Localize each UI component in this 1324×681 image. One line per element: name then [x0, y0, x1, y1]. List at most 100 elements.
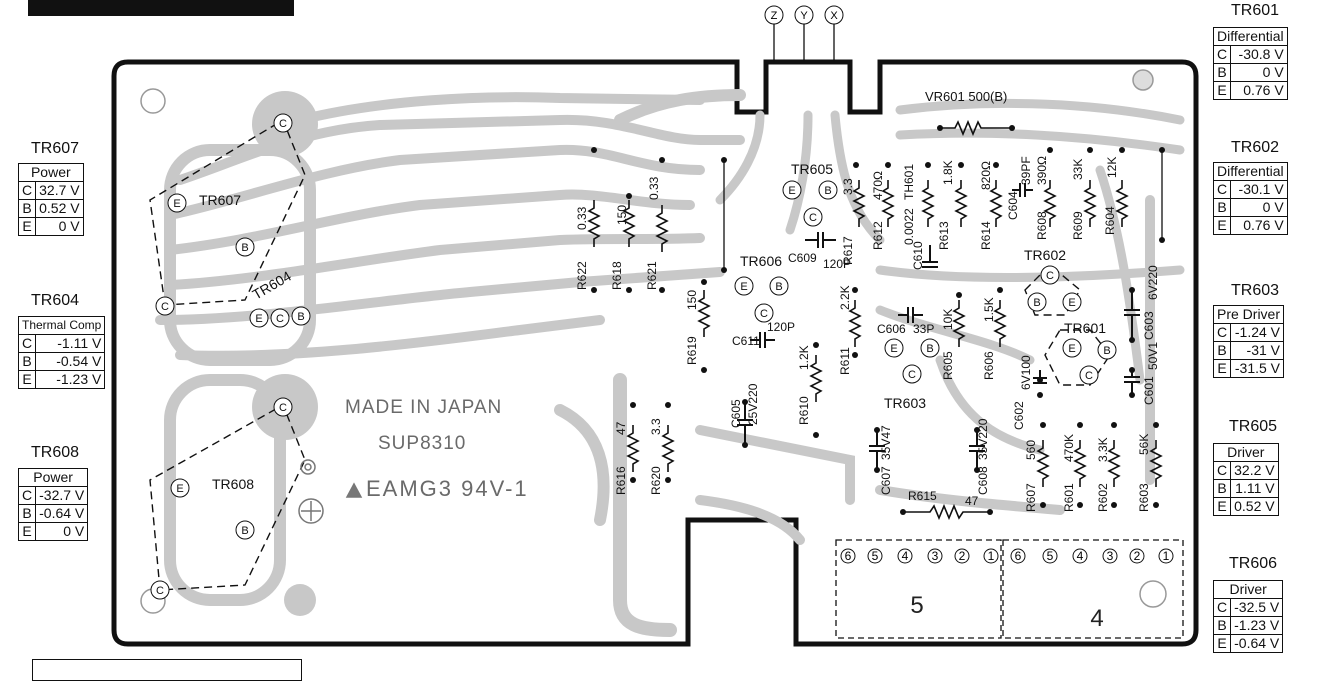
conn-y: Y: [800, 10, 808, 22]
svg-text:5: 5: [872, 549, 879, 563]
label-r619: R619: [685, 336, 699, 365]
value-c603: 6V220: [1146, 265, 1160, 300]
pin-5b: 5: [1042, 548, 1058, 564]
copper-traces: [155, 89, 1185, 637]
label-r601: R601: [1062, 483, 1076, 512]
label-r611: R611: [838, 347, 852, 375]
label-r607: R607: [1024, 483, 1038, 512]
silk-code: EAMG3 94V-1: [366, 476, 529, 501]
value-c602: 6V100: [1019, 355, 1033, 390]
tr605-c-pin: C: [809, 212, 817, 224]
label-tr605: TR605: [791, 161, 833, 177]
value-r602: 3.3K: [1096, 437, 1110, 462]
tr607-e-pin: E: [173, 198, 180, 210]
label-c609: C609: [788, 251, 817, 265]
tr608-b-pin: B: [241, 525, 248, 537]
svg-text:2: 2: [1134, 549, 1141, 563]
tr603-c-pin: C: [908, 369, 916, 381]
label-c611: C611: [732, 334, 760, 348]
tr606-b-pin: B: [775, 281, 782, 293]
label-c601: C601: [1142, 376, 1156, 405]
horizontal-resistors: [903, 119, 1012, 521]
value-r607: 560: [1024, 440, 1038, 460]
label-c602: C602: [1012, 401, 1026, 430]
label-tr602: TR602: [1024, 247, 1066, 263]
tr605-e-pin: E: [788, 185, 795, 197]
label-c604: C604: [1006, 191, 1020, 220]
value-r604: 12K: [1105, 157, 1119, 178]
table-role: Differential: [1213, 162, 1288, 181]
svg-text:3: 3: [932, 549, 939, 563]
table-role: Pre Driver: [1212, 305, 1285, 324]
table-title: TR605: [1228, 418, 1278, 435]
pin-4a: 4: [897, 548, 913, 564]
value-r622: 0.33: [575, 206, 589, 230]
label-c603: C603: [1142, 311, 1156, 340]
tr604-c-pin: C: [276, 313, 284, 325]
value-r617: 3.3: [841, 178, 855, 195]
value-r603: 56K: [1137, 434, 1151, 455]
table-role: Thermal Comp: [17, 316, 106, 335]
tr603-b-pin: B: [926, 343, 933, 355]
value-r619: 150: [685, 290, 699, 310]
label-tr603: TR603: [884, 395, 926, 411]
label-r621: R621: [645, 261, 659, 290]
connector-zyx: Z Y X: [764, 5, 844, 62]
svg-text:4: 4: [902, 549, 909, 563]
svg-text:4: 4: [1077, 549, 1084, 563]
value-r610: 1.2K: [797, 345, 811, 370]
header-black-bar: [28, 0, 294, 16]
svg-text:5: 5: [1047, 549, 1054, 563]
table-role: Driver: [1212, 580, 1284, 599]
label-r602: R602: [1096, 483, 1110, 512]
label-r610: R610: [797, 396, 811, 425]
value-r615: 47: [965, 494, 979, 508]
value-r616: 47: [614, 421, 628, 435]
value-r614: 820Ω: [979, 161, 993, 190]
value-r620: 3.3: [649, 418, 663, 435]
label-tr608: TR608: [212, 476, 254, 492]
tr604-e-pin: E: [255, 313, 262, 325]
connector-blocks: [835, 539, 1184, 639]
table-title: TR603: [1230, 282, 1280, 299]
tr602-b-pin: B: [1033, 297, 1040, 309]
label-r612: R612: [871, 221, 885, 250]
vias: [591, 125, 1165, 515]
pin-2b: 2: [1129, 548, 1145, 564]
pin-3a: 3: [927, 548, 943, 564]
label-r615: R615: [908, 489, 937, 503]
table-title: TR602: [1230, 139, 1280, 156]
label-c610: C610: [911, 241, 925, 270]
voltage-table: Driver C-32.5 V B-1.23 V E-0.64 V: [1212, 580, 1284, 653]
label-r609: R609: [1071, 211, 1085, 240]
tr605-b-pin: B: [824, 185, 831, 197]
component-labels: VR601 500(B) R622 0.33 R618 150 R621 0.3…: [575, 89, 1160, 512]
label-r604: R604: [1103, 206, 1117, 235]
mounting-holes: [140, 69, 1167, 614]
table-title: TR601: [1230, 2, 1280, 19]
label-r606: R606: [982, 351, 996, 380]
svg-text:6: 6: [1015, 549, 1022, 563]
tr601-b-pin: B: [1103, 345, 1110, 357]
value-r621: 0.33: [647, 176, 661, 200]
connector-4-label: 4: [1090, 605, 1103, 632]
tr608-e-pin: E: [176, 483, 183, 495]
label-vr601: VR601 500(B): [925, 89, 1007, 104]
label-c608: C608: [976, 466, 990, 495]
label-tr601: TR601: [1064, 320, 1106, 336]
label-r613: R613: [937, 221, 951, 250]
label-tr607: TR607: [199, 192, 241, 208]
tr601-c-pin: C: [1085, 370, 1093, 382]
value-c605: 25V220: [746, 383, 760, 425]
table-title: TR604: [30, 292, 80, 309]
value-r605: 10K: [941, 309, 955, 330]
table-role: Driver: [1213, 443, 1279, 462]
pin-2a: 2: [954, 548, 970, 564]
pin-6a: 6: [840, 548, 856, 564]
svg-text:6: 6: [845, 549, 852, 563]
tr601-e-pin: E: [1068, 343, 1075, 355]
